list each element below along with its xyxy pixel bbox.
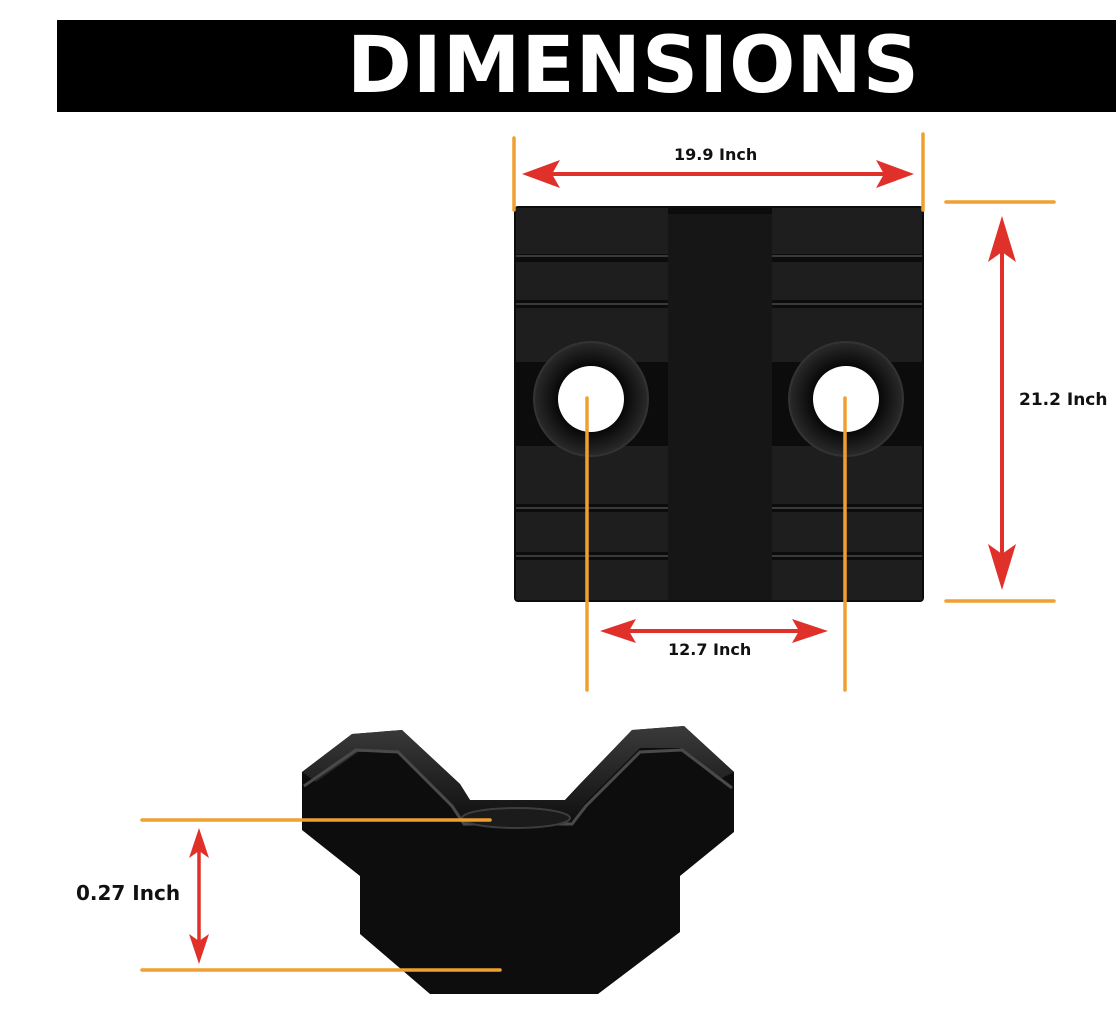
v-block-top-face: [302, 726, 734, 820]
dimension-arrows: [189, 160, 1016, 964]
width-arrow: [522, 160, 914, 188]
page-title: DIMENSIONS: [347, 21, 920, 111]
top-view-rail-mount: [514, 206, 924, 602]
extension-lines: [140, 132, 1056, 972]
left-hole: [558, 366, 624, 432]
side-view-v-block: [302, 726, 734, 994]
spacing-arrow: [600, 619, 828, 643]
title-banner: DIMENSIONS: [57, 20, 1116, 112]
left-rail-slots: [516, 208, 668, 600]
v-block-groove: [461, 807, 571, 829]
thickness-dimension-label: 0.27 Inch: [76, 881, 181, 905]
width-dimension-label: 19.9 Inch: [674, 145, 758, 164]
center-channel: [668, 214, 772, 600]
rail-grooves: [516, 255, 922, 557]
v-block-body: [302, 726, 734, 994]
hole-spacing-dimension-label: 12.7 Inch: [668, 640, 752, 659]
thickness-arrow: [189, 828, 209, 964]
height-dimension-label: 21.2 Inch: [1019, 390, 1108, 410]
height-arrow: [988, 216, 1016, 590]
